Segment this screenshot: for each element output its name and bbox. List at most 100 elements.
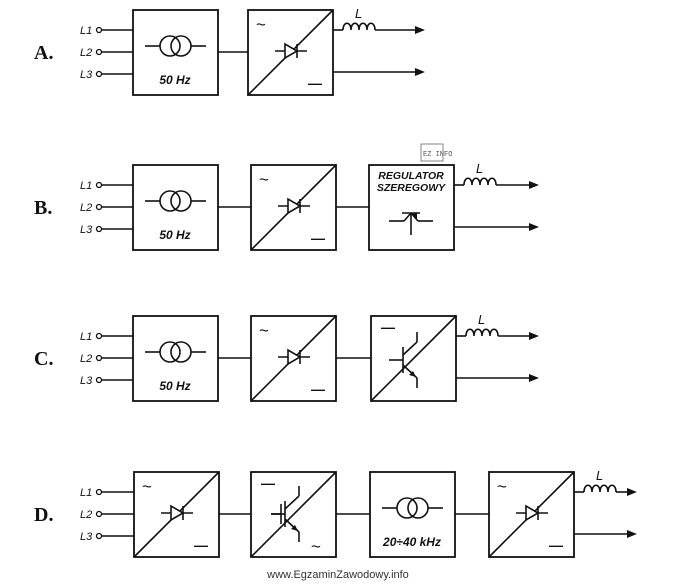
phase-label: L3: [80, 375, 93, 387]
option-label: A.: [34, 42, 53, 64]
transformer-coil-icon: [159, 341, 181, 363]
terminal-icon: [95, 70, 103, 78]
phase-label: L1: [80, 331, 92, 343]
frequency-label: 50 Hz: [159, 379, 190, 393]
diode-icon: [278, 197, 310, 215]
option-label: D.: [34, 504, 53, 526]
block-rectifier: ~—: [488, 471, 575, 558]
frequency-label: 50 Hz: [159, 228, 190, 242]
terminal-icon: [95, 354, 103, 362]
block-rectifier: ~—: [133, 471, 220, 558]
block-transformer-frame: [132, 9, 219, 96]
output-arrow-negative: [456, 374, 539, 382]
transformer-coil-icon: [170, 190, 192, 212]
block-transformer-frame: [132, 164, 219, 251]
inductor-label: L: [596, 468, 603, 483]
inductor-icon: L: [465, 312, 499, 337]
diode-icon: [278, 348, 310, 366]
phase-label: L1: [80, 487, 92, 499]
terminal-icon: [95, 48, 103, 56]
phase-label: L2: [80, 202, 92, 214]
dc-symbol: —: [311, 381, 325, 397]
terminal-icon: [95, 532, 103, 540]
terminal-icon: [95, 225, 103, 233]
block-transformer: 50 Hz: [132, 164, 219, 251]
dc-symbol: —: [381, 319, 395, 335]
terminal-icon: [95, 376, 103, 384]
phase-label: L2: [80, 353, 92, 365]
terminal-icon: [95, 510, 103, 518]
block-transformer-frame: [369, 471, 456, 558]
transformer-coil-icon: [159, 190, 181, 212]
regulator-title-line2: SZEREGOWY: [377, 182, 446, 194]
phase-label: L3: [80, 224, 93, 236]
diode-icon: [161, 504, 193, 522]
option-label: C.: [34, 348, 53, 370]
ac-symbol: ~: [259, 321, 269, 340]
ac-symbol: ~: [259, 170, 269, 189]
output-arrow-negative: [333, 68, 425, 76]
frequency-label: 20÷40 kHz: [382, 535, 441, 549]
block-transformer-frame: [132, 315, 219, 402]
output-arrow-positive: [498, 332, 539, 340]
ezinfo-logo-text: EZ INFO: [423, 151, 452, 159]
terminal-icon: [95, 26, 103, 34]
block-transformer: 50 Hz: [132, 315, 219, 402]
inductor-label: L: [478, 312, 485, 327]
inductor-icon: L: [583, 468, 617, 493]
series-transistor-icon: [389, 212, 433, 235]
ac-symbol: ~: [311, 537, 321, 556]
terminal-icon: [95, 181, 103, 189]
inductor-label: L: [476, 161, 483, 176]
block-rectifier: ~—: [250, 164, 337, 251]
inductor-icon: L: [342, 6, 376, 31]
diode-icon: [516, 504, 548, 522]
inductor-icon: L: [463, 161, 497, 186]
igbt-icon: [271, 486, 300, 542]
diode-icon: [275, 42, 307, 60]
regulator-title-line1: REGULATOR: [378, 170, 444, 182]
block-rectifier: ~—: [247, 9, 334, 96]
block-inverter: —~: [250, 471, 337, 558]
terminal-icon: [95, 332, 103, 340]
dc-symbol: —: [311, 230, 325, 246]
watermark-text: www.EgzaminZawodowy.info: [266, 569, 409, 581]
transformer-coil-icon: [170, 341, 192, 363]
dc-symbol: —: [261, 475, 275, 491]
transformer-coil-icon: [396, 497, 418, 519]
ac-symbol: ~: [497, 477, 507, 496]
terminal-icon: [95, 488, 103, 496]
block-rectifier: ~—: [250, 315, 337, 402]
block-transformer: 50 Hz: [132, 9, 219, 96]
dc-symbol: —: [194, 537, 208, 553]
transformer-coil-icon: [159, 35, 181, 57]
output-arrow-negative: [574, 530, 637, 538]
output-arrow-positive: [616, 488, 637, 496]
transformer-coil-icon: [170, 35, 192, 57]
ezinfo-logo: EZ INFO: [420, 143, 452, 162]
dc-symbol: —: [308, 75, 322, 91]
phase-label: L1: [80, 180, 92, 192]
phase-label: L3: [80, 531, 93, 543]
transistor-icon: [389, 332, 418, 388]
terminal-icon: [95, 203, 103, 211]
output-arrow-positive: [496, 181, 539, 189]
inductor-label: L: [355, 6, 362, 21]
ac-symbol: ~: [256, 15, 266, 34]
phase-label: L3: [80, 69, 93, 81]
phase-label: L2: [80, 509, 92, 521]
transformer-coil-icon: [407, 497, 429, 519]
block-transformer: 20÷40 kHz: [369, 471, 456, 558]
output-arrow-negative: [454, 223, 539, 231]
phase-label: L1: [80, 25, 92, 37]
frequency-label: 50 Hz: [159, 73, 190, 87]
dc-symbol: —: [549, 537, 563, 553]
output-arrow-positive: [375, 26, 425, 34]
